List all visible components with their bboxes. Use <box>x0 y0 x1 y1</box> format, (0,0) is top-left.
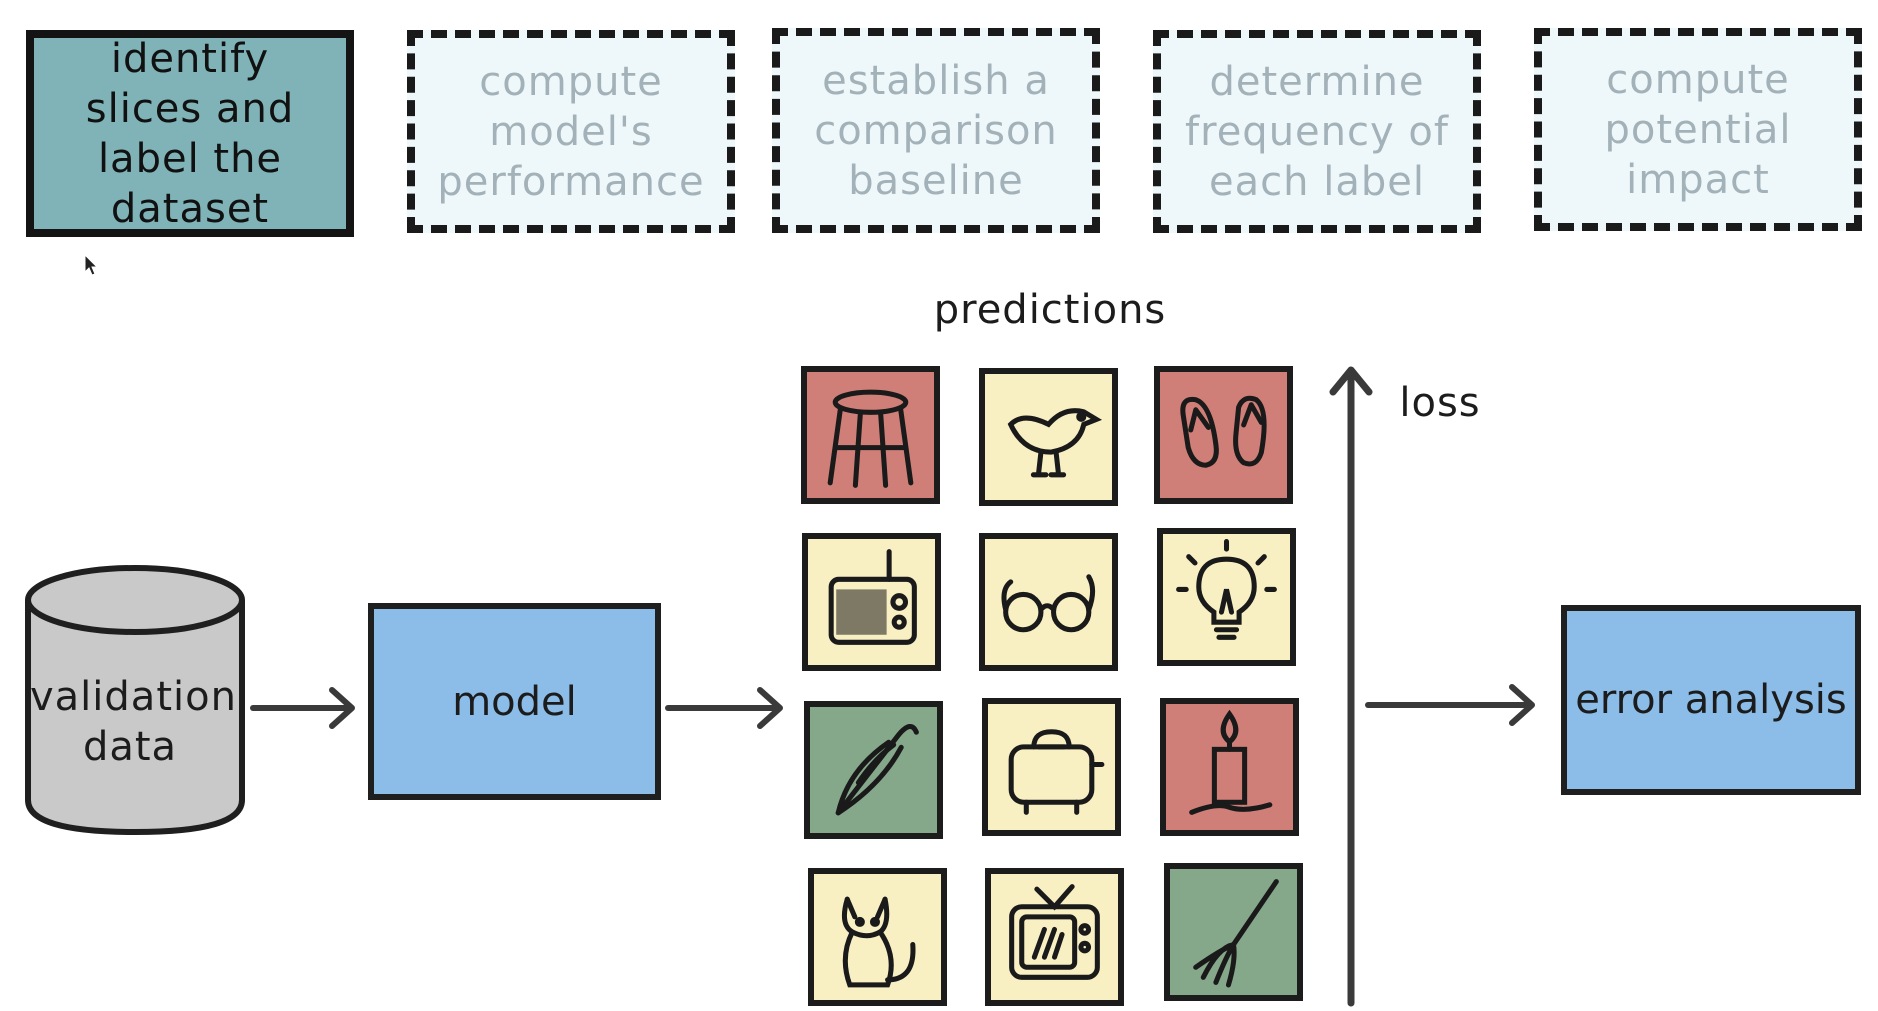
prediction-tile <box>1154 366 1293 504</box>
predictions-label: predictions <box>933 287 1167 333</box>
step-determine-frequency[interactable]: determine frequency of each label <box>1153 30 1481 233</box>
prediction-tile <box>801 366 940 504</box>
arrow-model-to-predictions <box>665 687 783 729</box>
arrow-to-error-analysis <box>1365 684 1535 726</box>
lightbulb-icon <box>1176 539 1277 640</box>
broom-icon <box>1193 879 1279 988</box>
mouse-cursor-icon <box>84 254 99 276</box>
step-label: compute potential impact <box>1604 56 1792 203</box>
validation-data-label: validation data <box>30 674 237 770</box>
step-establish-baseline[interactable]: establish a comparison baseline <box>772 28 1100 233</box>
step-compute-impact[interactable]: compute potential impact <box>1534 28 1862 231</box>
prediction-tile <box>1160 698 1299 836</box>
prediction-tile <box>979 368 1118 506</box>
prediction-tile <box>982 698 1121 836</box>
step-label: determine frequency of each label <box>1185 58 1449 205</box>
loss-axis-arrow <box>1329 366 1373 1007</box>
candle-icon <box>1189 709 1273 815</box>
error-analysis-box: error analysis <box>1561 605 1861 795</box>
bird-icon <box>1007 408 1103 478</box>
loss-axis-label: loss <box>1399 380 1481 426</box>
prediction-tile <box>804 701 943 839</box>
prediction-tile <box>1157 528 1296 666</box>
television-icon <box>1009 884 1100 980</box>
prediction-tile <box>979 533 1118 671</box>
model-box: model <box>368 603 661 800</box>
step-label: identify slices and label the dataset <box>85 35 295 232</box>
validation-data-cylinder <box>25 565 245 836</box>
step-identify-slices[interactable]: identify slices and label the dataset <box>26 30 354 237</box>
prediction-tile <box>802 533 941 671</box>
umbrella-icon <box>835 724 919 816</box>
prediction-tile <box>808 868 947 1006</box>
model-label: model <box>452 678 577 725</box>
flip-flops-icon <box>1180 395 1267 468</box>
radio-icon <box>828 549 917 645</box>
error-analysis-label: error analysis <box>1575 677 1847 723</box>
step-label: compute model's performance <box>437 58 705 205</box>
prediction-tile <box>985 868 1124 1006</box>
step-compute-performance[interactable]: compute model's performance <box>407 30 735 233</box>
step-label: establish a comparison baseline <box>814 57 1058 204</box>
toaster-icon <box>1008 729 1105 815</box>
cat-icon <box>841 896 916 988</box>
glasses-icon <box>1001 574 1096 633</box>
stool-icon <box>827 389 914 488</box>
arrow-validation-to-model <box>250 687 355 729</box>
prediction-tile <box>1164 863 1303 1001</box>
